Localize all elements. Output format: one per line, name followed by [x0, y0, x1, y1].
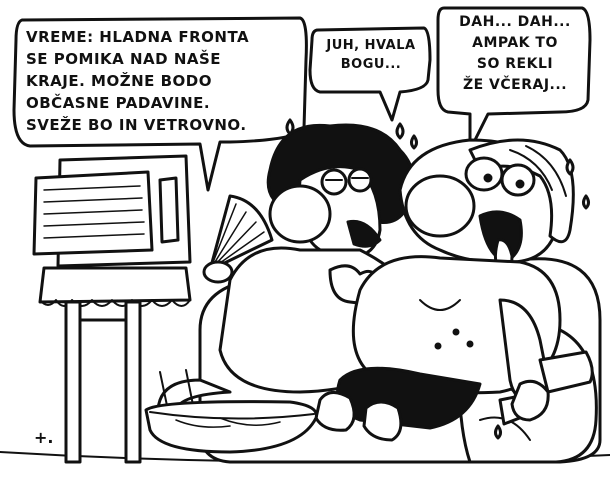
bottle [538, 350, 594, 394]
wife-nose [268, 184, 332, 244]
weather-speech-bubble [12, 16, 308, 192]
wife-speech-text: JUH, HVALA BOGU... [326, 38, 416, 72]
husband-eye-left [464, 156, 504, 192]
tv-screen [32, 170, 154, 256]
wife-eye-right [347, 167, 373, 193]
sweat-drop [395, 122, 405, 140]
tv-table-leg-right [124, 300, 142, 464]
foot-basin [144, 400, 318, 454]
husband-speech-bubble [436, 6, 592, 152]
sweat-drop [410, 134, 418, 150]
husband-speech-text: DAH... DAH... AMPAK TO SO REKLI ŽE VČERA… [459, 14, 571, 93]
sweat-drop [565, 158, 575, 176]
hand-fan [208, 194, 274, 272]
sweat-drop [582, 194, 590, 210]
husband-foot-right [362, 400, 403, 442]
wife-eye-left [320, 168, 348, 196]
tv-table-leg-left [64, 300, 82, 464]
weather-report-text: VREME: HLADNA FRONTA SE POMIKA NAD NAŠE … [26, 28, 250, 134]
tv-table-cloth [38, 266, 192, 304]
wife-mouth [346, 219, 382, 248]
husband-foot-left [314, 391, 356, 432]
wife-speech-bubble [308, 26, 432, 122]
sweat-drop [285, 118, 295, 136]
artist-signature: +. [34, 428, 54, 447]
fan-hand [202, 260, 234, 284]
sweat-drop [494, 424, 502, 440]
husband-hand [510, 379, 550, 422]
husband-nose [404, 174, 476, 238]
